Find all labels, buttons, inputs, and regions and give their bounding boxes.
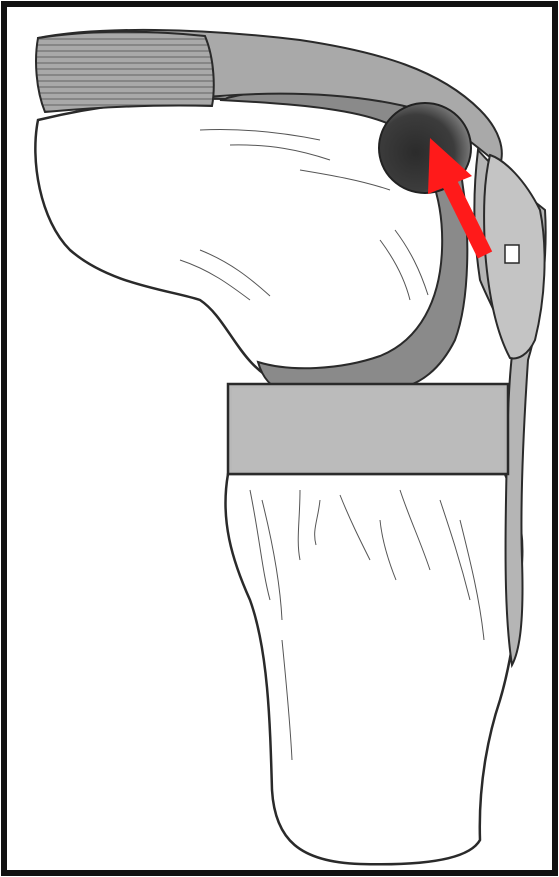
- quadriceps-muscle: [36, 32, 214, 112]
- tibial-tray-texture: [232, 388, 504, 470]
- patella-button: [505, 245, 519, 263]
